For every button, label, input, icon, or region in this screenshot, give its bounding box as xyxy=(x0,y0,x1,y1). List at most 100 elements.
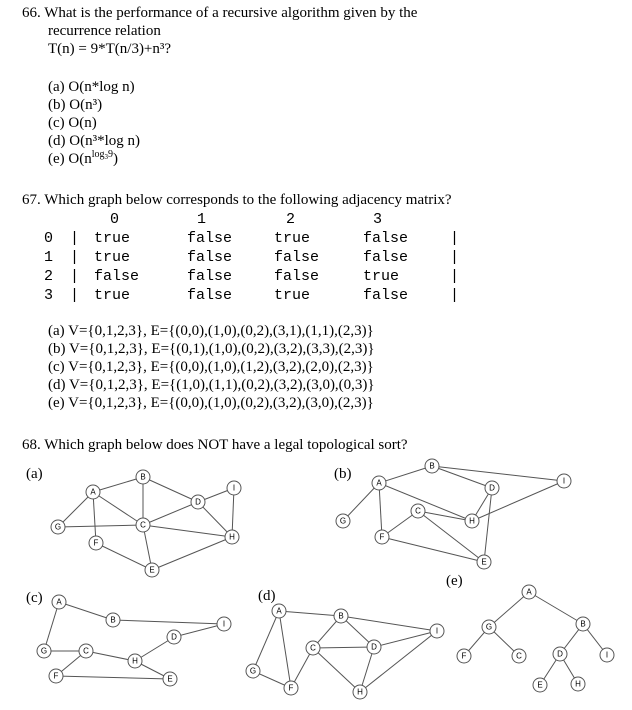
node-i xyxy=(429,623,445,639)
matrix-cell: false xyxy=(274,249,320,266)
svg-text:F: F xyxy=(54,672,59,681)
matrix-cell: false xyxy=(274,268,320,285)
matrix-row: 2| false false false true | xyxy=(44,268,460,285)
node-c xyxy=(511,648,527,664)
svg-text:H: H xyxy=(357,688,363,697)
q66-line3: T(n) = 9*T(n/3)+n³? xyxy=(48,41,172,57)
node-b xyxy=(105,612,121,628)
svg-text:I: I xyxy=(223,620,225,629)
svg-text:B: B xyxy=(140,473,145,482)
node-d xyxy=(552,646,568,662)
node-h xyxy=(570,676,586,692)
node-b xyxy=(424,458,440,474)
q67-options: (a) V={0,1,2,3}, E={(0,0),(1,0),(0,2),(3… xyxy=(48,322,375,412)
node-g xyxy=(36,643,52,659)
matrix-row-index: 0 xyxy=(44,230,54,247)
svg-text:G: G xyxy=(340,517,346,526)
svg-text:H: H xyxy=(132,657,138,666)
svg-text:G: G xyxy=(250,667,256,676)
node-f xyxy=(48,668,64,684)
node-e xyxy=(532,677,548,693)
matrix-header-row: 0 1 2 3 xyxy=(44,210,459,229)
svg-text:G: G xyxy=(486,623,492,632)
svg-text:C: C xyxy=(83,647,89,656)
svg-text:B: B xyxy=(429,462,434,471)
graph-b-edges xyxy=(342,465,565,563)
svg-text:I: I xyxy=(606,651,608,660)
node-c xyxy=(78,643,94,659)
node-a xyxy=(371,475,387,491)
graph-a-edges xyxy=(57,476,235,571)
q66-option-c: (c) O(n) xyxy=(48,115,97,131)
svg-text:A: A xyxy=(376,479,382,488)
svg-text:A: A xyxy=(90,488,96,497)
q66-options: (a) O(n*log n) (b) O(n³) (c) O(n) (d) O(… xyxy=(48,78,140,168)
node-a xyxy=(521,584,537,600)
svg-text:I: I xyxy=(563,477,565,486)
svg-text:I: I xyxy=(436,627,438,636)
graph-d-nodes: A B C D F G H I xyxy=(245,603,445,700)
matrix-cell: false xyxy=(363,230,409,247)
matrix-row: 0| true false true false | xyxy=(44,230,460,247)
node-g xyxy=(335,513,351,529)
matrix-cell: false xyxy=(363,287,409,304)
node-i xyxy=(216,616,232,632)
node-e xyxy=(144,562,160,578)
node-f xyxy=(283,680,299,696)
graph-c-nodes: A B C D E F G H I xyxy=(36,594,232,687)
matrix-header: 0 xyxy=(110,211,120,228)
svg-text:G: G xyxy=(41,647,47,656)
matrix-header: 1 xyxy=(197,211,207,228)
matrix-cell: false xyxy=(187,249,233,266)
node-d xyxy=(484,480,500,496)
svg-text:F: F xyxy=(94,539,99,548)
node-g xyxy=(245,663,261,679)
svg-text:A: A xyxy=(276,607,282,616)
node-a xyxy=(51,594,67,610)
matrix-cell: true xyxy=(363,268,400,285)
graph-label-d: (d) xyxy=(258,588,276,604)
matrix-cell: false xyxy=(94,268,140,285)
svg-text:E: E xyxy=(167,675,172,684)
node-h xyxy=(127,653,143,669)
node-d xyxy=(366,639,382,655)
node-c xyxy=(410,503,426,519)
svg-text:G: G xyxy=(55,523,61,532)
node-i xyxy=(556,473,572,489)
node-f xyxy=(374,529,390,545)
node-b xyxy=(135,469,151,485)
q66-option-e: (e) O(nlog39) xyxy=(48,149,119,168)
svg-text:C: C xyxy=(516,652,522,661)
matrix-cell: false xyxy=(187,230,233,247)
graph-e-edges xyxy=(463,591,608,686)
matrix-header: 2 xyxy=(286,211,296,228)
adjacency-matrix: 0 1 2 3 0| true false true false | 1| tr… xyxy=(44,210,459,305)
node-d xyxy=(190,494,206,510)
q66-line2: recurrence relation xyxy=(48,23,161,39)
q66-option-d: (d) O(n³*log n) xyxy=(48,133,140,149)
graph-b-nodes: A B C D E F G H I xyxy=(335,458,572,570)
svg-text:C: C xyxy=(310,644,316,653)
svg-text:D: D xyxy=(195,498,201,507)
svg-text:E: E xyxy=(481,558,486,567)
svg-text:F: F xyxy=(462,652,467,661)
node-e xyxy=(162,671,178,687)
q66-option-b: (b) O(n³) xyxy=(48,97,103,113)
q66-line1: 66. What is the performance of a recursi… xyxy=(22,5,418,21)
graph-e-nodes: A B C D E F G H I xyxy=(456,584,615,693)
svg-text:B: B xyxy=(338,612,343,621)
graph-label-a: (a) xyxy=(26,466,43,482)
svg-text:H: H xyxy=(229,533,235,542)
node-f xyxy=(88,535,104,551)
matrix-row-index: 1 xyxy=(44,249,54,266)
node-g xyxy=(50,519,66,535)
matrix-cell: false xyxy=(187,268,233,285)
graph-d-edges xyxy=(252,610,438,693)
node-f xyxy=(456,648,472,664)
matrix-row: 1| true false false false | xyxy=(44,249,460,266)
matrix-cell: true xyxy=(94,230,131,247)
graph-label-b: (b) xyxy=(334,466,352,482)
node-c xyxy=(135,517,151,533)
question-68: 68. Which graph below does NOT have a le… xyxy=(22,437,408,453)
